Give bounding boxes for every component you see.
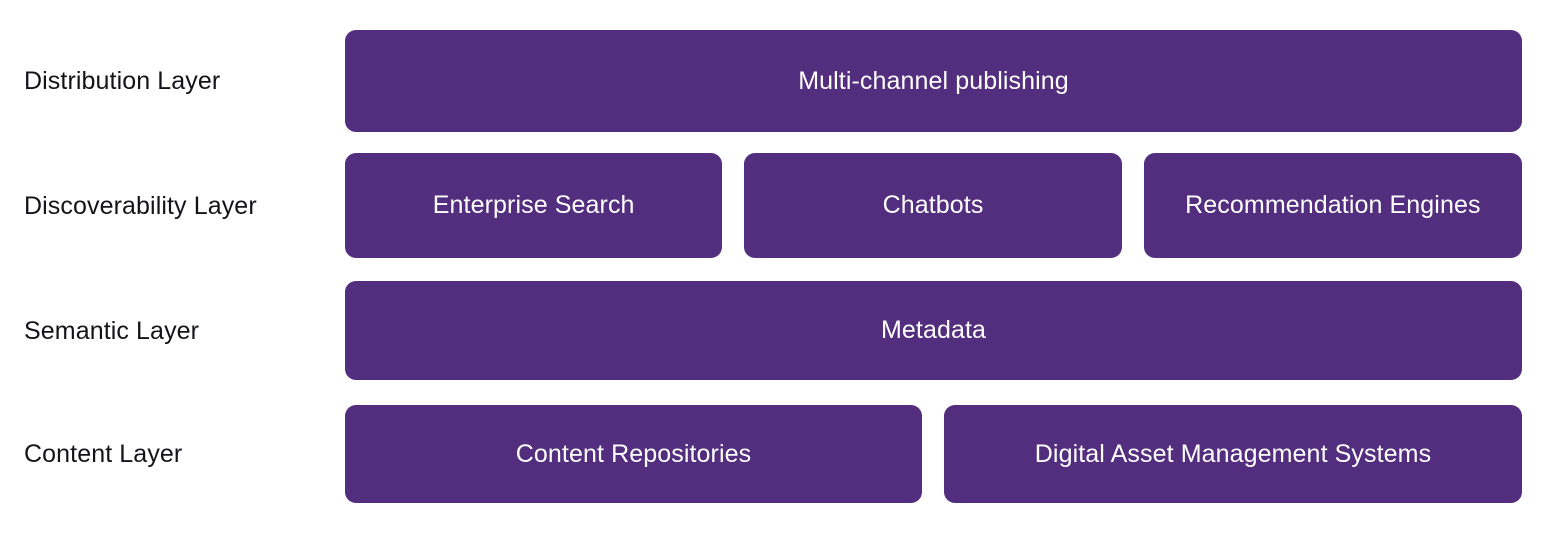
diagram-row-discoverability-layer: Discoverability Layer Enterprise Search … — [0, 153, 1542, 258]
row-label-semantic-layer: Semantic Layer — [24, 316, 200, 345]
diagram-row-content-layer: Content Layer Content Repositories Digit… — [0, 405, 1542, 503]
diagram-row-semantic-layer: Semantic Layer Metadata — [0, 281, 1542, 380]
box-label: Chatbots — [882, 191, 984, 220]
box-label: Enterprise Search — [432, 191, 635, 220]
box-content-repositories[interactable]: Content Repositories — [345, 405, 923, 503]
box-enterprise-search[interactable]: Enterprise Search — [345, 153, 723, 258]
box-digital-asset-management-systems[interactable]: Digital Asset Management Systems — [944, 405, 1522, 503]
row-boxes-distribution-layer: Multi-channel publishing — [345, 30, 1522, 132]
box-multi-channel-publishing[interactable]: Multi-channel publishing — [345, 30, 1522, 132]
box-recommendation-engines[interactable]: Recommendation Engines — [1143, 153, 1523, 258]
row-boxes-semantic-layer: Metadata — [345, 281, 1522, 380]
box-metadata[interactable]: Metadata — [345, 281, 1522, 380]
row-boxes-content-layer: Content Repositories Digital Asset Manag… — [345, 405, 1522, 503]
box-chatbots[interactable]: Chatbots — [744, 153, 1122, 258]
box-label: Digital Asset Management Systems — [1034, 439, 1432, 468]
row-label-content-layer: Content Layer — [24, 440, 183, 468]
row-boxes-discoverability-layer: Enterprise Search Chatbots Recommendatio… — [345, 153, 1523, 258]
box-label: Content Repositories — [515, 439, 752, 468]
row-label-distribution-layer: Distribution Layer — [24, 67, 221, 95]
box-label: Recommendation Engines — [1185, 191, 1481, 220]
box-label: Metadata — [880, 316, 987, 345]
diagram-row-distribution-layer: Distribution Layer Multi-channel publish… — [0, 30, 1542, 132]
row-label-discoverability-layer: Discoverability Layer — [24, 191, 257, 220]
box-label: Multi-channel publishing — [798, 66, 1069, 95]
